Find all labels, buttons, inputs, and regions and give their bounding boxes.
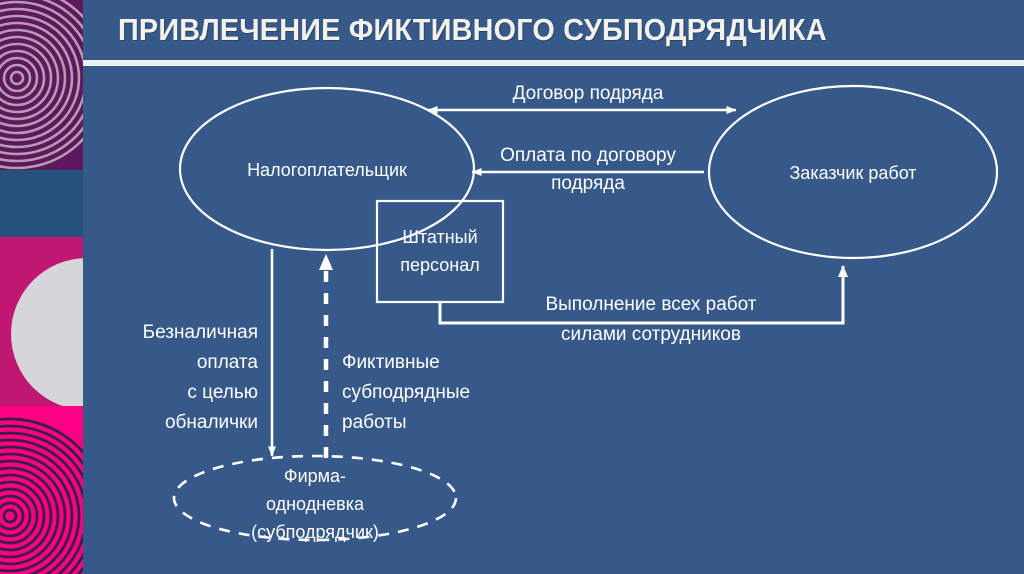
edge-real-works-connector: [438, 265, 848, 325]
node-customer-label: Заказчик работ: [789, 163, 916, 183]
edge-cashout-label-line4: обналички: [165, 412, 258, 433]
edge-fake-works-label-line2: субподрядные: [342, 382, 470, 403]
edge-cashout-label-line3: с целью: [187, 382, 258, 403]
edge-payment-label-line2: подряда: [551, 173, 625, 194]
deco-block-pink: [0, 406, 83, 574]
page-title: ПРИВЛЕЧЕНИЕ ФИКТИВНОГО СУБПОДРЯДЧИКА: [118, 12, 827, 47]
node-taxpayer-label: Налогоплательщик: [247, 160, 407, 180]
title-bar: ПРИВЛЕЧЕНИЕ ФИКТИВНОГО СУБПОДРЯДЧИКА: [83, 0, 1024, 66]
edge-fake-works-label-line1: Фиктивные: [342, 352, 440, 373]
node-customer[interactable]: [707, 84, 999, 260]
edge-cashout-label-line1: Безналичная: [143, 322, 258, 343]
spiral-rings-pink-icon: [0, 417, 83, 574]
deco-block-purple: [0, 0, 83, 170]
edge-payment-label-line1: Оплата по договору: [500, 145, 676, 166]
spiral-rings-purple-icon: [0, 0, 83, 170]
edge-fake-works-label-line3: работы: [342, 412, 407, 433]
deco-block-magenta: [0, 237, 83, 406]
node-shell-firm-label-line3: (субподрядчик): [251, 522, 379, 542]
title-underline-rule: [83, 60, 1024, 66]
node-staff-label-line2: персонал: [400, 255, 479, 275]
node-shell-firm[interactable]: [172, 454, 458, 542]
node-shell-firm-label-line1: Фирма-: [284, 466, 346, 486]
node-staff[interactable]: [375, 199, 505, 304]
edge-real-works-label-line1: Выполнение всех работ: [545, 294, 756, 315]
edge-contract-label: Договор подряда: [513, 83, 664, 104]
deco-block-blue: [0, 170, 83, 237]
decorative-sidebar: [0, 0, 83, 574]
edge-cashout-label-line2: оплата: [197, 352, 259, 373]
edge-real-works-label-line2: силами сотрудников: [561, 324, 741, 345]
node-shell-firm-label-line2: однодневка: [266, 494, 365, 514]
edge-fake-works-arrowhead: [319, 254, 333, 270]
node-staff-label-line1: Штатный: [402, 227, 477, 247]
